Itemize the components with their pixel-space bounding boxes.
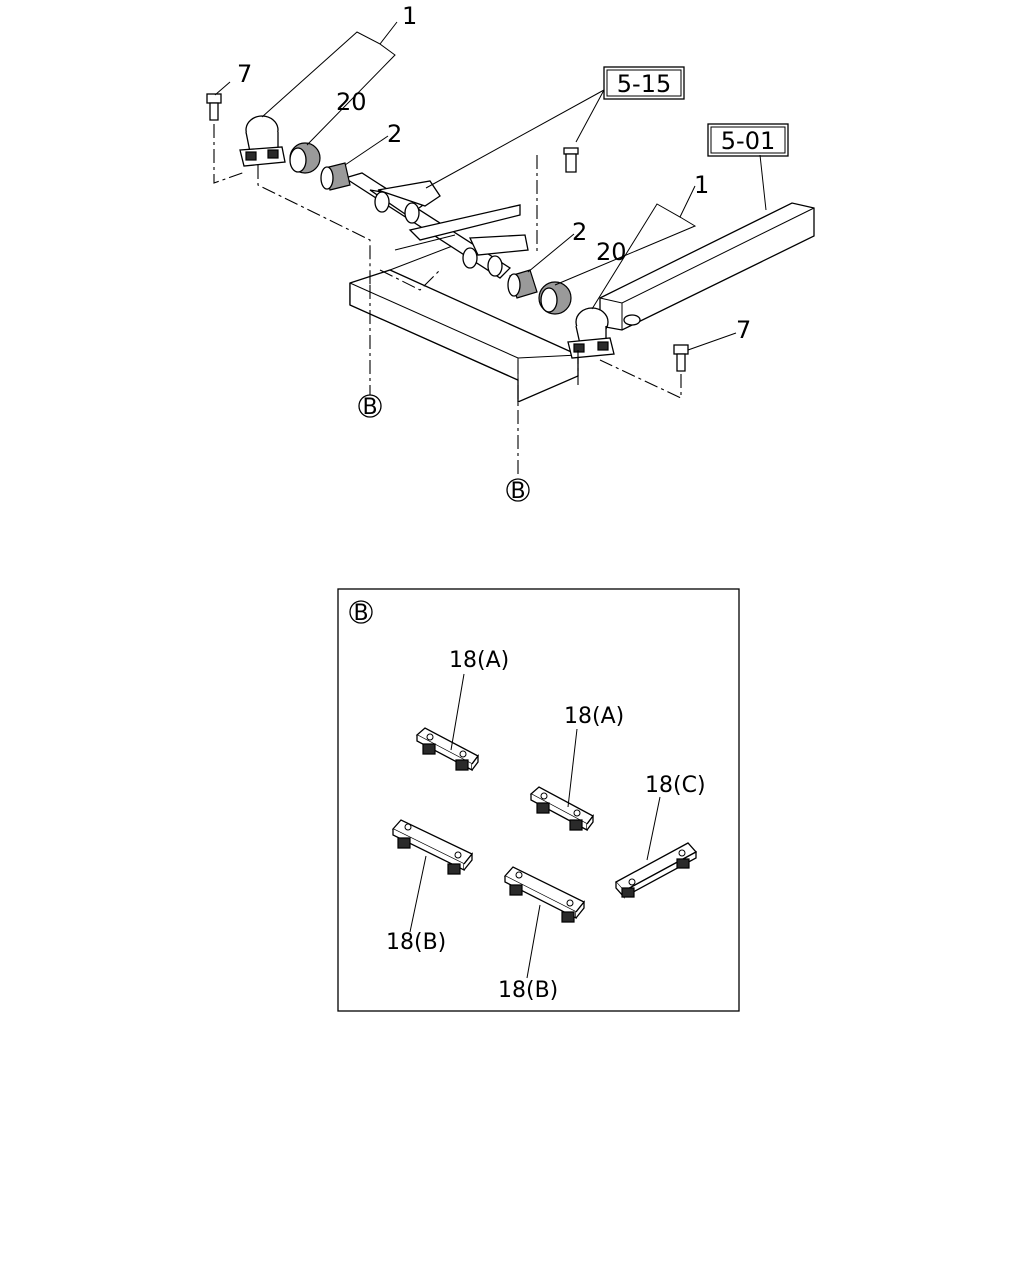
detail-view-b: B [337, 588, 740, 1012]
label-18a-2: 18(A) [564, 704, 624, 729]
plate-18b-2 [503, 866, 586, 923]
callout-bushing-right-outer: 20 [596, 238, 627, 266]
bushing-right-outer [538, 281, 572, 315]
view-marker-b-left: B [358, 394, 382, 420]
label-18b-2: 18(B) [498, 978, 558, 1003]
frame-rail [599, 202, 815, 331]
callout-bolt-left: 7 [237, 60, 252, 88]
bracket-right [567, 307, 615, 359]
top-assembly: 1 7 20 2 1 2 20 7 5-15 5-01 B B [206, 2, 815, 504]
callout-bushing-right-inner: 2 [572, 218, 587, 246]
cross-member [349, 244, 580, 403]
view-marker-b-center-text: B [510, 479, 525, 504]
callout-bushing-left-inner: 2 [387, 120, 402, 148]
plate-18b-1 [391, 819, 474, 875]
ref-box-5-01: 5-01 [707, 123, 789, 157]
bushing-right-inner [507, 269, 538, 299]
leader-lines [214, 21, 767, 351]
ref-box-5-15: 5-15 [603, 66, 685, 100]
stabilizer-bar [343, 172, 529, 279]
callout-bracket-left: 1 [402, 2, 417, 30]
callout-bushing-left-outer: 20 [336, 88, 367, 116]
bolt-center [563, 147, 579, 173]
bolt-right [673, 344, 689, 372]
bushing-left-outer [289, 142, 321, 174]
detail-leader-lines [409, 673, 661, 979]
detail-marker: B [349, 600, 373, 626]
label-18b-1: 18(B) [386, 930, 446, 955]
bushing-left-inner [320, 162, 351, 191]
ref-label-5-01: 5-01 [721, 127, 775, 155]
callout-bracket-right: 1 [694, 171, 709, 199]
view-marker-b-left-text: B [362, 395, 377, 420]
ref-label-5-15: 5-15 [617, 70, 671, 98]
label-18a-1: 18(A) [449, 648, 509, 673]
detail-marker-text: B [353, 601, 368, 626]
bracket-left [239, 115, 286, 167]
label-18c: 18(C) [645, 773, 706, 798]
view-marker-b-center: B [506, 478, 530, 504]
callout-bolt-right: 7 [736, 316, 751, 344]
assembly-lines [213, 124, 682, 475]
plate-18c [614, 842, 698, 899]
plate-18a-1 [415, 727, 479, 772]
rail-bracket-hole [623, 314, 641, 326]
detail-frame [337, 588, 740, 1012]
plate-18a-2 [529, 786, 594, 832]
bolt-left [206, 93, 222, 121]
